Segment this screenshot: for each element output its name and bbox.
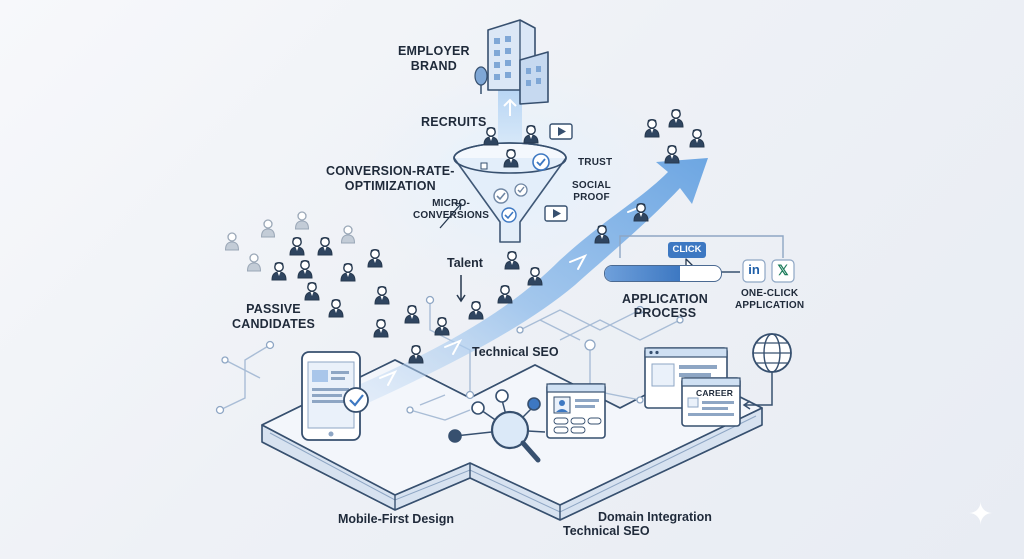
circuit-nodes (215, 295, 684, 415)
tree-icon (474, 66, 488, 94)
x-icon (771, 259, 795, 283)
trust-label: TRUST (578, 157, 613, 168)
recruits-label: RECRUITS (421, 115, 487, 129)
x-logo-text: 𝕏 (777, 262, 789, 278)
profile-card-icon (546, 383, 606, 439)
social-proof-label: SOCIAL PROOF (572, 180, 611, 203)
cro-arrow (439, 202, 462, 229)
passive-candidates-label: PASSIVE CANDIDATES (232, 302, 316, 331)
talent-arrow (456, 275, 466, 303)
globe-arrow (742, 372, 773, 410)
application-progress-fill (605, 266, 681, 281)
feedback-line (619, 235, 784, 258)
one-click-application-label: ONE-CLICK APPLICATION (735, 288, 805, 311)
smartphone-icon (301, 351, 369, 441)
application-process-label: APPLICATION PROCESS (622, 292, 708, 320)
micro-conversions-label: MICRO- CONVERSIONS (413, 198, 490, 221)
sparkle-icon: ✦ (968, 498, 994, 531)
magnifier-icon (448, 389, 546, 463)
cro-label: CONVERSION-RATE- OPTIMIZATION (326, 164, 455, 193)
circuit-lines (219, 300, 681, 421)
talent-flow-arrow (300, 158, 708, 426)
video-icon (549, 123, 573, 140)
small-square-icon (480, 162, 488, 170)
building-icon (487, 19, 549, 105)
talent-label: Talent (447, 256, 483, 270)
globe-icon (752, 333, 792, 373)
technical-seo-mid-label: Technical SEO (472, 345, 559, 359)
linkedin-icon (742, 259, 766, 283)
click-badge: CLICK (668, 242, 706, 258)
technical-seo-bottom-label: Technical SEO (563, 524, 650, 538)
video-icon (544, 205, 568, 222)
linkedin-logo-text: in (748, 262, 760, 277)
checkmark-icon (501, 207, 517, 223)
employer-brand-label: EMPLOYER BRAND (398, 44, 470, 73)
checkmark-icon (514, 183, 528, 197)
checkmark-icon (493, 188, 509, 204)
beam-arrow (503, 98, 517, 116)
application-progress-bar (604, 265, 722, 282)
browser-window-icon (681, 377, 741, 427)
checkmark-icon (532, 153, 550, 171)
mobile-first-label: Mobile-First Design (338, 512, 454, 526)
career-label: CAREER (696, 388, 734, 398)
domain-integration-label: Domain Integration (598, 510, 712, 524)
